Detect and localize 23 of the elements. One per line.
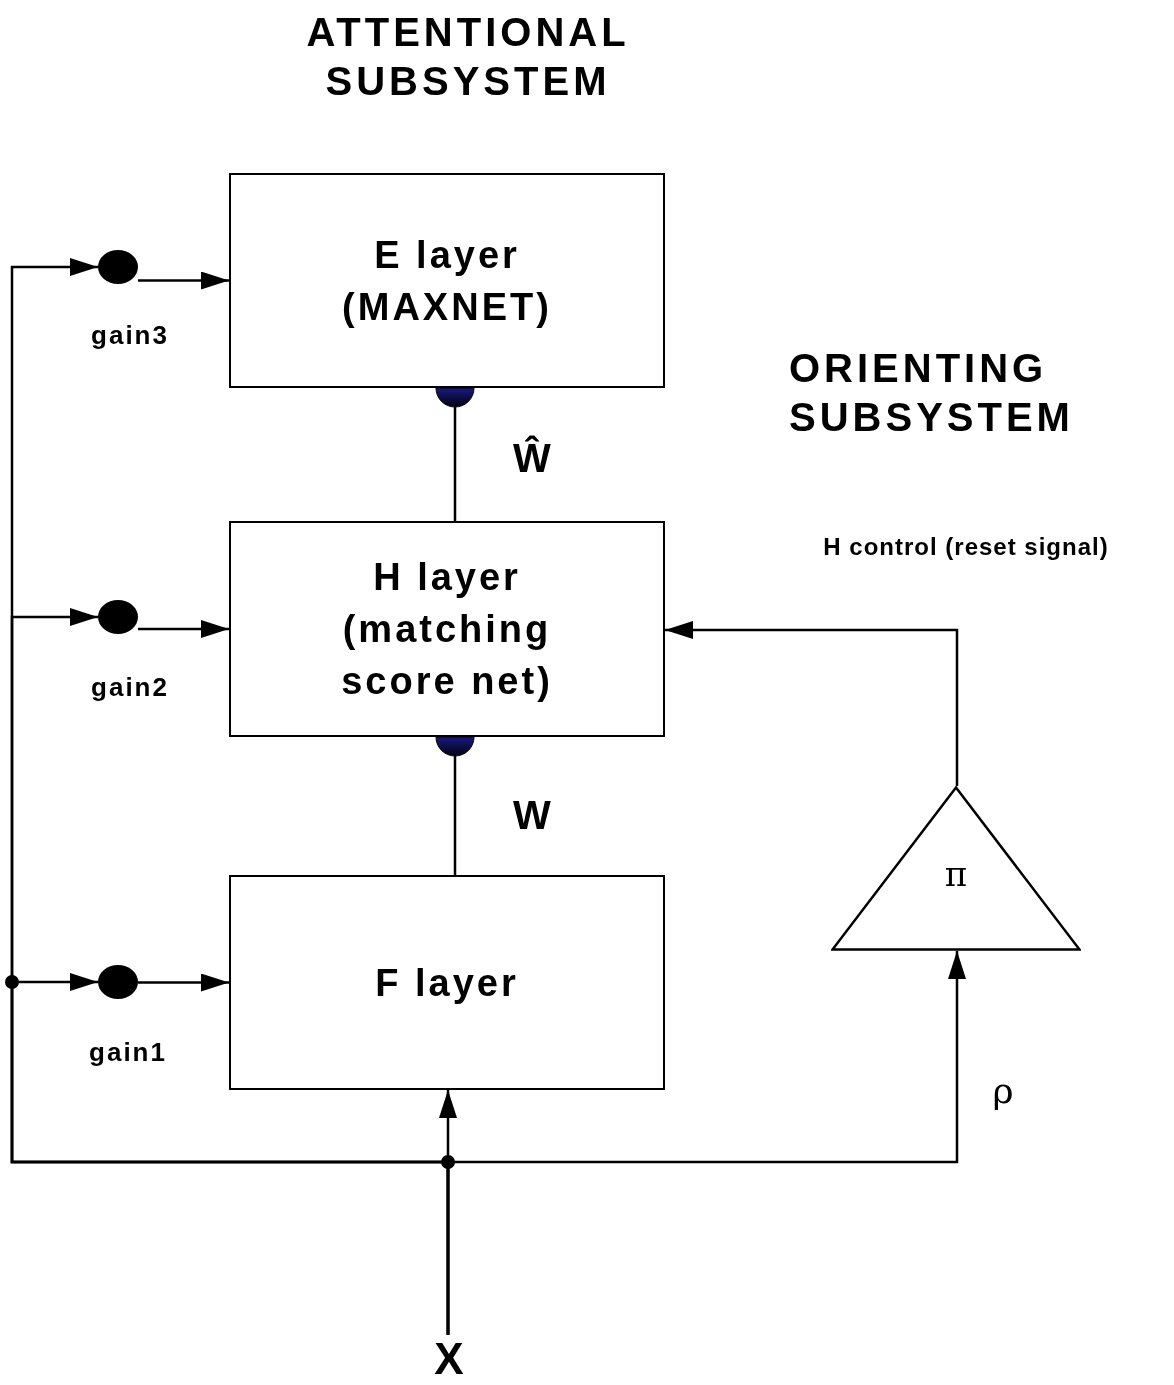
title: ATTENTIONAL SUBSYSTEM <box>305 9 631 105</box>
gain-node <box>98 600 138 634</box>
gain-label: gain2 <box>91 672 169 703</box>
arrow <box>138 620 229 638</box>
arrow <box>138 973 229 992</box>
gain-node <box>98 965 138 999</box>
weight-connector <box>435 387 475 521</box>
input-label: X <box>434 1334 464 1384</box>
layer-box <box>229 875 665 1090</box>
layer-box <box>229 521 665 737</box>
layer-label: E layer (MAXNET) <box>341 232 553 330</box>
layer-box <box>229 173 665 388</box>
arrow <box>138 271 229 290</box>
weight-connector <box>435 736 475 875</box>
pi-symbol: π <box>944 854 968 894</box>
layer-label: F layer <box>375 960 519 1006</box>
subsystem-heading: ORIENTING SUBSYSTEM <box>789 345 1075 441</box>
gain-label: gain1 <box>89 1037 167 1068</box>
gain-label: gain3 <box>91 320 169 351</box>
gain-node <box>98 250 138 284</box>
arrow <box>665 621 959 786</box>
layer-label: H layer (matching score net) <box>340 555 554 704</box>
arrow <box>446 951 966 1335</box>
